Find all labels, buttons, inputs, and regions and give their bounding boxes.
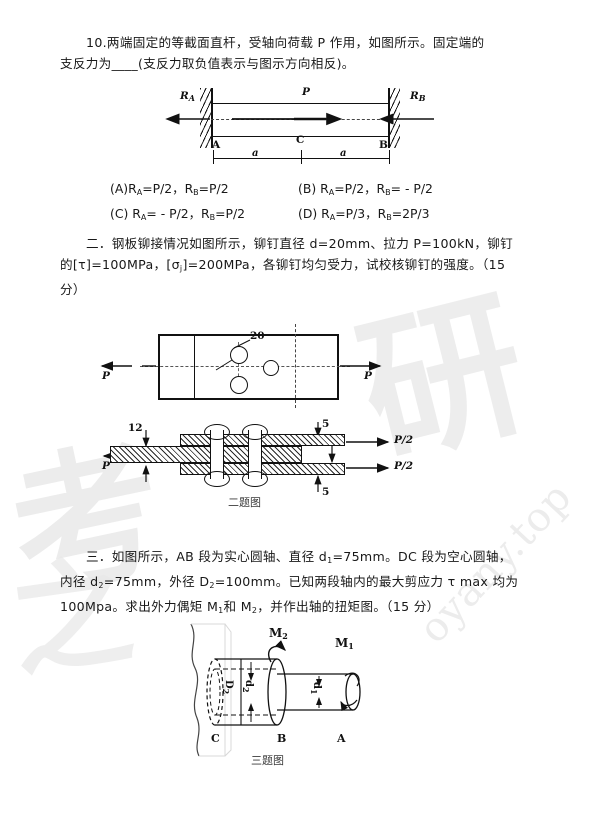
label-force-p-left: P xyxy=(102,370,110,382)
question-10-line-2: 支反力为____(支反力取负值表示与图示方向相反)。 xyxy=(60,56,355,71)
label-force-p-side: P xyxy=(102,460,110,472)
label-cover-thickness-top-5: 5 xyxy=(322,418,330,430)
question-3-line-1: 三．如图所示，AB 段为实心圆轴、直径 d1=75mm。DC 段为空心圆轴， xyxy=(86,549,512,565)
label-solid-diameter: d1 xyxy=(309,682,322,695)
question-3-text: 三．如图所示，AB 段为实心圆轴、直径 d1=75mm。DC 段为空心圆轴， 内… xyxy=(60,546,538,621)
question-2-line-2: 的[τ]=100MPa，[σj]=200MPa，各铆钉均匀受力，试校核铆钉的强度… xyxy=(60,257,506,273)
label-reaction-a: RA xyxy=(180,90,195,103)
label-force-half-bottom: P/2 xyxy=(394,460,414,472)
rivet-middle xyxy=(263,360,279,376)
fixed-support-left-hatching xyxy=(200,88,211,148)
fixed-support-right-hatching xyxy=(389,88,400,148)
label-point-b: B xyxy=(379,139,388,151)
rivet-shank-1 xyxy=(210,430,224,479)
dimension-tick-left xyxy=(213,150,214,164)
rivet-head-top-2 xyxy=(242,424,268,440)
option-row-2: (C) RA= - P/2，RB=P/2 (D) RA=P/3，RB=2P/3 xyxy=(110,203,510,228)
figure-2-arrows xyxy=(100,339,390,492)
dimension-label-a-left: a xyxy=(252,148,259,159)
figure-1-arrows xyxy=(165,112,434,126)
label-force-p-right: P xyxy=(364,370,372,382)
plate-right-edge xyxy=(337,334,339,400)
question-10-text: 10.两端固定的等截面直杆，受轴向荷载 P 作用，如图所示。固定端的 支反力为_… xyxy=(60,32,538,74)
figure-3-caption: 三题图 xyxy=(251,754,284,767)
plate-bottom-edge xyxy=(158,398,338,400)
question-2-line-1: 二．钢板铆接情况如图所示，铆钉直径 d=20mm、拉力 P=100kN，铆钉 xyxy=(86,236,514,251)
bar-bottom-edge xyxy=(211,136,390,138)
plate-left-edge xyxy=(158,334,160,400)
label-point-c: C xyxy=(211,732,220,745)
label-reaction-b: RB xyxy=(410,90,426,103)
rivet-head-bottom-2 xyxy=(242,471,268,487)
figure-3-geometry xyxy=(190,623,361,757)
right-plate-section xyxy=(260,446,302,463)
plate-center-axis xyxy=(140,366,350,367)
rivet-shank-2 xyxy=(248,430,262,479)
label-outer-diameter: D2 xyxy=(221,680,234,695)
figure-fixed-fixed-bar: RA RB P A C B a a xyxy=(165,84,438,166)
rivet-top xyxy=(230,346,248,364)
option-b[interactable]: (B) RA=P/2，RB= - P/2 xyxy=(298,181,433,197)
label-moment-2: M2 xyxy=(269,626,288,641)
figure-riveted-plate: 20 P P 12 5 5 P/2 P/2 P 二题图 xyxy=(100,324,450,511)
question-3-line-3: 100Mpa。求出外力偶矩 M1和 M2，并作出轴的扭矩图。（15 分） xyxy=(60,599,440,615)
label-inner-diameter: d2 xyxy=(241,680,254,693)
question-2-text: 二．钢板铆接情况如图所示，铆钉直径 d=20mm、拉力 P=100kN，铆钉 的… xyxy=(60,233,538,300)
option-d[interactable]: (D) RA=P/3，RB=2P/3 xyxy=(298,206,430,222)
question-10-line-1: 10.两端固定的等截面直杆，受轴向荷载 P 作用，如图所示。固定端的 xyxy=(86,35,485,50)
option-a[interactable]: (A)RA=P/2，RB=P/2 xyxy=(110,181,229,197)
option-row-1: (A)RA=P/2，RB=P/2 (B) RA=P/2，RB= - P/2 xyxy=(110,178,510,203)
plate-seam-line xyxy=(194,334,196,400)
figure-2-caption: 二题图 xyxy=(228,496,261,509)
label-load-p: P xyxy=(302,86,310,98)
fixed-support-left-line xyxy=(211,88,213,148)
dimension-tick-right xyxy=(389,150,390,164)
label-rivet-diameter: 20 xyxy=(250,330,265,342)
rivet-center-line-vertical xyxy=(238,342,239,392)
label-point-b: B xyxy=(277,732,287,745)
plate-top-edge xyxy=(158,334,338,336)
dimension-tick-mid xyxy=(301,150,302,164)
rivet-head-top-1 xyxy=(204,424,230,440)
question-10-options: (A)RA=P/2，RB=P/2 (B) RA=P/2，RB= - P/2 (C… xyxy=(110,178,510,228)
figure-stepped-shaft: D2 d2 d1 M2 M1 C B A 三题图 xyxy=(185,622,415,767)
label-cover-thickness-bottom-5: 5 xyxy=(322,486,330,498)
rivet-head-bottom-1 xyxy=(204,471,230,487)
question-2-line-3: 分） xyxy=(60,282,86,297)
dimension-label-a-right: a xyxy=(340,148,347,159)
label-point-a: A xyxy=(212,139,221,151)
question-3-line-2: 内径 d2=75mm，外径 D2=100mm。已知两段轴内的最大剪应力 τ ma… xyxy=(60,574,519,590)
label-plate-thickness-12: 12 xyxy=(128,422,143,434)
rivet-bottom xyxy=(230,376,248,394)
label-moment-1: M1 xyxy=(335,636,354,651)
label-point-c: C xyxy=(296,134,305,146)
label-force-half-top: P/2 xyxy=(394,434,414,446)
label-point-a: A xyxy=(337,732,346,745)
option-c[interactable]: (C) RA= - P/2，RB=P/2 xyxy=(110,206,246,222)
main-plate-section xyxy=(110,446,260,463)
section-line-vertical xyxy=(295,324,296,408)
bar-top-edge xyxy=(211,103,390,105)
